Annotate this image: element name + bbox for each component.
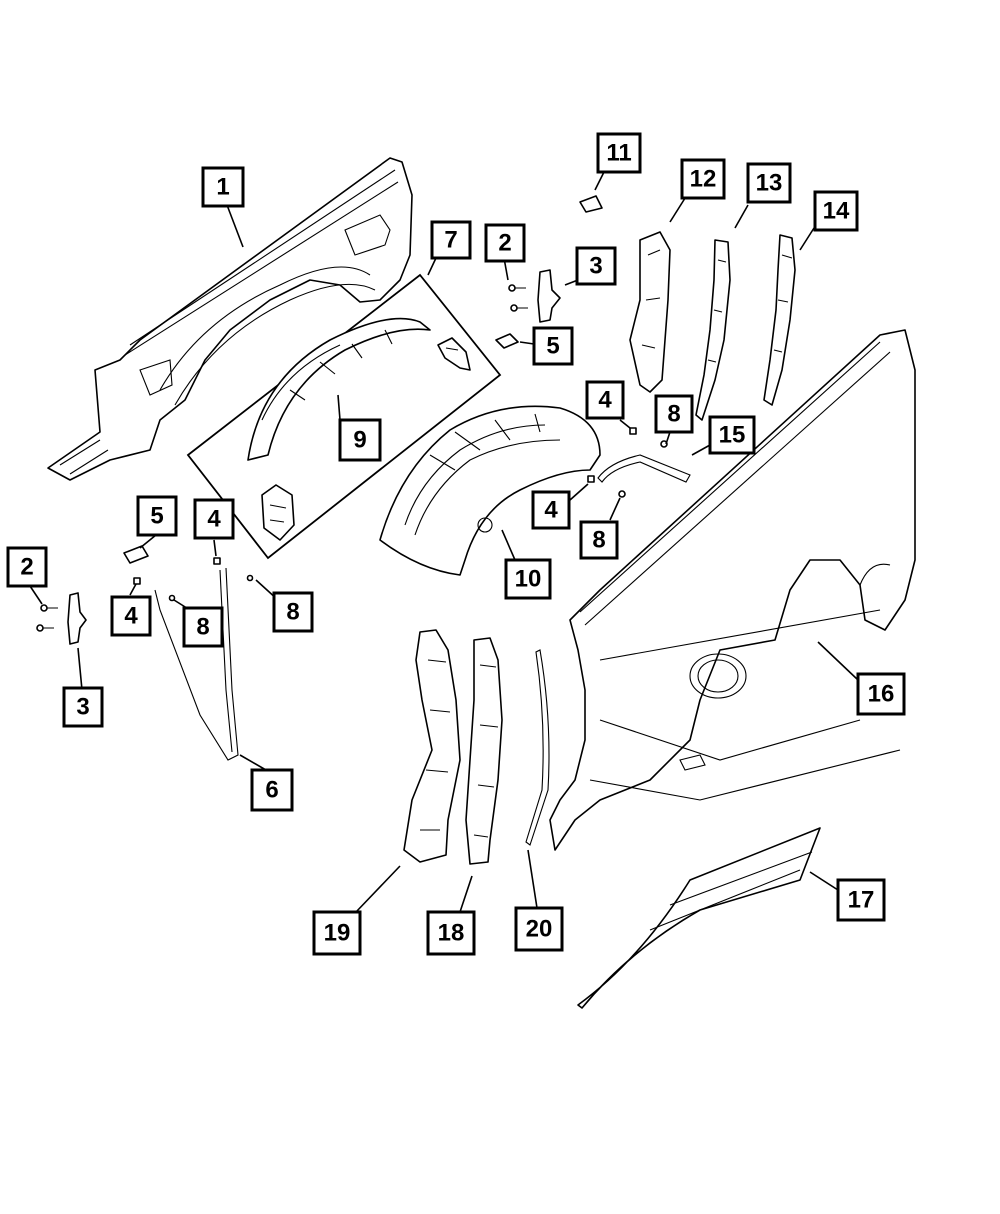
part-nut-lower-4 <box>133 557 221 585</box>
callout-8-upper-right: 8 <box>654 394 694 434</box>
part-seal-20 <box>525 649 550 846</box>
callout-19-label: 19 <box>324 920 351 947</box>
callout-5-upper: 5 <box>532 326 574 366</box>
part-wheelhouse-liner-arch <box>247 317 431 461</box>
callout-12-label: 12 <box>690 166 717 193</box>
leader-lines <box>29 171 859 913</box>
callout-8-upper-right-label: 8 <box>667 401 680 428</box>
callout-9-label: 9 <box>353 427 366 454</box>
callout-4-lower-left-label: 4 <box>124 603 138 630</box>
callout-16: 16 <box>856 672 906 716</box>
callout-15: 15 <box>708 415 756 455</box>
part-bracket-upper <box>437 337 471 371</box>
part-screw-upper-8 <box>618 440 668 498</box>
callout-3-upper-label: 3 <box>589 253 602 280</box>
callout-11-label: 11 <box>606 140 631 167</box>
callout-3-lower: 3 <box>62 686 104 728</box>
callout-5-lower-label: 5 <box>150 503 163 530</box>
part-decal-17 <box>577 827 821 1009</box>
callout-10-label: 10 <box>515 566 542 593</box>
part-reinforcement-13 <box>695 239 731 421</box>
callout-8-lower-right-label: 8 <box>286 599 299 626</box>
callout-1: 1 <box>201 166 245 208</box>
part-seal-6 <box>154 567 239 761</box>
callout-7: 7 <box>430 220 472 260</box>
callout-6: 6 <box>250 768 294 812</box>
callout-4-upper-right-label: 4 <box>598 387 612 414</box>
part-screws-lower-2 <box>36 604 58 632</box>
callout-7-label: 7 <box>444 227 457 254</box>
callout-9: 9 <box>338 418 382 462</box>
part-reinforcement-18 <box>465 637 503 865</box>
callout-11: 11 <box>596 132 642 174</box>
callout-4-mid-label: 4 <box>544 497 558 524</box>
callout-3-upper: 3 <box>575 246 617 286</box>
callout-6-label: 6 <box>265 777 278 804</box>
part-pad-upper-5 <box>495 333 519 349</box>
callout-14-label: 14 <box>823 198 850 225</box>
callout-10: 10 <box>504 558 552 600</box>
callout-2-upper-label: 2 <box>498 230 511 257</box>
part-reinforcement-19 <box>403 629 461 863</box>
callout-8-lower-right: 8 <box>272 591 314 633</box>
callout-4-upper-right: 4 <box>585 380 625 420</box>
callout-1-label: 1 <box>216 174 229 201</box>
part-pillar-12 <box>629 231 671 393</box>
callout-16-label: 16 <box>868 681 895 708</box>
callout-8-mid: 8 <box>579 520 619 560</box>
callout-5-upper-label: 5 <box>546 333 559 360</box>
part-hinge-upper-3 <box>537 269 561 323</box>
callout-8-lower-left: 8 <box>182 606 224 648</box>
part-nut-upper-4 <box>587 427 637 483</box>
callout-3-lower-label: 3 <box>76 694 89 721</box>
callout-15-label: 15 <box>719 422 746 449</box>
callout-12: 12 <box>680 158 726 200</box>
part-reinforcement-14 <box>763 234 796 406</box>
part-hinge-lower-3 <box>67 592 87 645</box>
part-screws-upper-2 <box>508 284 528 312</box>
callout-4-lower-left: 4 <box>110 595 152 637</box>
callout-13-label: 13 <box>756 170 783 197</box>
callout-8-mid-label: 8 <box>592 527 605 554</box>
callout-4-lower-right: 4 <box>193 498 235 540</box>
part-clip-11 <box>579 195 603 213</box>
callout-8-lower-left-label: 8 <box>196 614 209 641</box>
callout-4-lower-right-label: 4 <box>207 506 221 533</box>
part-outer-panel-16 <box>549 329 916 851</box>
part-inner-wheelhouse <box>379 405 601 576</box>
callout-18: 18 <box>426 910 476 956</box>
callout-2-upper: 2 <box>484 223 526 263</box>
callout-2-lower: 2 <box>6 546 48 588</box>
callout-17: 17 <box>836 878 886 922</box>
callout-17-label: 17 <box>848 887 875 914</box>
part-bracket-lower <box>261 484 295 541</box>
callout-18-label: 18 <box>438 920 465 947</box>
part-rod-15 <box>597 454 691 483</box>
part-inner-side-panel <box>47 157 413 481</box>
part-pad-lower-5 <box>123 545 149 564</box>
part-screw-lower-8 <box>168 574 254 602</box>
callout-19: 19 <box>312 910 362 956</box>
callout-4-mid: 4 <box>531 490 571 530</box>
callout-20-label: 20 <box>526 916 553 943</box>
callout-20: 20 <box>514 906 564 952</box>
callout-14: 14 <box>813 190 859 232</box>
callout-2-lower-label: 2 <box>20 554 33 581</box>
callout-5-lower: 5 <box>136 495 178 537</box>
callout-13: 13 <box>746 162 792 204</box>
